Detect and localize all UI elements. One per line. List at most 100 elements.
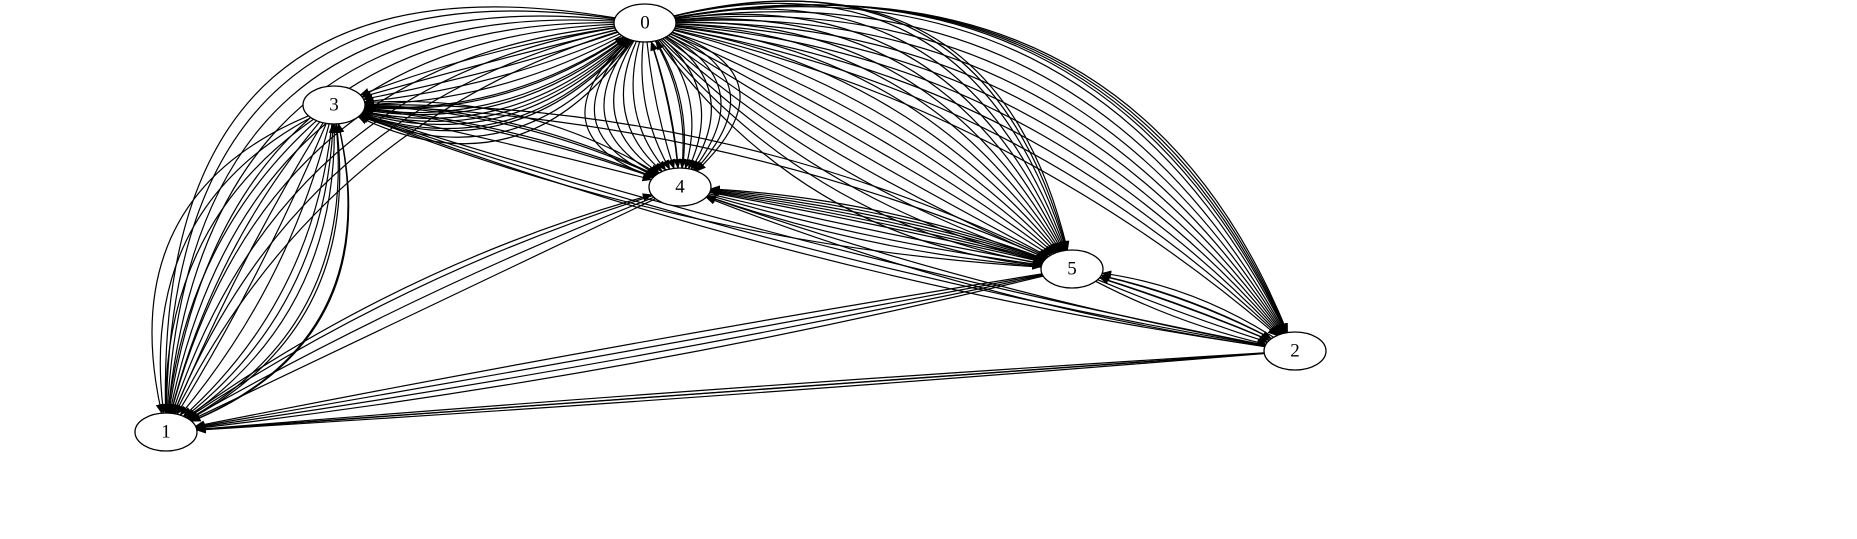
node-label: 0	[640, 13, 650, 34]
edge-0-to-1	[166, 22, 615, 415]
node-0[interactable]: 0	[613, 3, 677, 43]
edge-0-to-4	[654, 40, 687, 169]
edge-5-to-4	[709, 185, 1046, 260]
node-1[interactable]: 1	[134, 412, 198, 452]
edge-0-to-1	[161, 6, 616, 414]
edge-0-to-5	[673, 29, 1057, 254]
edge-0-to-4	[658, 39, 693, 170]
edge-3-to-1	[176, 123, 327, 416]
edge-4-to-1	[189, 198, 656, 421]
edge-0-to-5	[666, 36, 1050, 258]
edge-1-to-3	[188, 123, 341, 420]
edge-3-to-1	[182, 123, 333, 417]
edge-5-to-2	[1097, 279, 1269, 344]
edge-3-to-1	[188, 123, 341, 420]
edge-0-to-5	[674, 8, 1067, 252]
edge-5-to-1	[195, 274, 1043, 431]
edge-2-to-1	[195, 352, 1265, 433]
edge-3-to-5	[364, 104, 1049, 258]
edge-0-to-5	[674, 27, 1059, 253]
edge-4-to-5	[707, 194, 1043, 268]
edge-0-to-2	[675, 23, 1283, 335]
edge-5-to-4	[709, 189, 1044, 263]
edge-1-to-3	[184, 123, 337, 418]
edges-layer	[151, 0, 1289, 434]
edge-1-to-4	[185, 193, 653, 419]
edge-3-to-4	[364, 108, 655, 179]
edge-0-to-4	[665, 36, 712, 171]
edge-5-to-1	[195, 275, 1044, 432]
edge-0-to-3	[359, 27, 615, 96]
edge-3-to-5	[364, 105, 1048, 259]
edge-0-to-2	[674, 4, 1289, 334]
edge-0-to-5	[675, 13, 1065, 252]
edge-0-to-1	[173, 29, 617, 415]
edge-3-to-1	[179, 123, 330, 416]
edge-0-to-2	[675, 24, 1282, 335]
edge-0-to-4	[671, 32, 741, 172]
edge-4-to-3	[363, 104, 654, 178]
edge-2-to-4	[705, 195, 1266, 346]
edge-2-to-3	[360, 113, 1266, 347]
edge-0-to-5	[675, 23, 1062, 253]
edge-3-to-4	[363, 110, 653, 182]
edge-0-to-4	[641, 41, 671, 170]
node-5[interactable]: 5	[1040, 249, 1104, 289]
edge-0-to-4	[662, 38, 703, 170]
edge-4-to-5	[710, 190, 1045, 263]
edge-0-to-1	[163, 15, 615, 414]
edge-2-to-5	[1098, 276, 1270, 341]
edge-3-to-1	[185, 123, 335, 419]
node-label: 1	[161, 422, 171, 443]
edge-0-to-5	[675, 18, 1064, 252]
edge-3-to-1	[169, 121, 321, 415]
edge-2-to-3	[359, 114, 1265, 348]
edge-5-to-1	[194, 273, 1043, 429]
edge-3-to-1	[165, 120, 317, 414]
edge-0-to-3	[363, 33, 621, 105]
edge-4-to-3	[363, 98, 659, 175]
node-label: 4	[675, 177, 685, 198]
edge-2-to-5	[1100, 273, 1272, 340]
edge-5-to-4	[709, 187, 1045, 261]
edge-0-to-1	[164, 19, 615, 414]
edge-0-to-5	[675, 21, 1063, 252]
node-label: 3	[329, 95, 339, 116]
edge-2-to-4	[705, 196, 1265, 348]
edge-0-to-3	[361, 29, 617, 99]
edge-3-to-1	[173, 122, 324, 415]
edge-0-to-4	[668, 34, 722, 171]
node-3[interactable]: 3	[302, 85, 366, 125]
node-label: 5	[1067, 259, 1077, 280]
edge-0-to-2	[675, 15, 1285, 335]
edge-0-to-4	[632, 41, 667, 171]
edge-0-to-5	[658, 39, 1044, 267]
edge-0-to-1	[174, 31, 618, 415]
edge-0-to-2	[675, 26, 1281, 336]
node-4[interactable]: 4	[648, 167, 712, 207]
node-label: 2	[1290, 341, 1300, 362]
edge-0-to-2	[673, 29, 1278, 337]
edge-0-to-5	[670, 33, 1054, 255]
edge-0-to-2	[674, 6, 1287, 334]
edge-4-to-5	[710, 188, 1046, 261]
edge-0-to-3	[361, 38, 630, 126]
edge-3-to-1	[161, 118, 314, 414]
edge-0-to-5	[673, 2, 1068, 252]
edge-5-to-2	[1095, 280, 1267, 347]
edge-0-to-2	[675, 21, 1284, 335]
edge-3-to-1	[158, 117, 311, 415]
edge-4-to-0	[655, 39, 685, 169]
edge-0-to-1	[171, 27, 616, 415]
edge-5-to-1	[194, 274, 1043, 430]
nodes-layer: 0 3 4 5 2 1	[134, 3, 1327, 452]
edge-4-to-5	[708, 193, 1044, 266]
edge-4-to-1	[187, 196, 655, 420]
edge-2-to-1	[195, 352, 1265, 434]
edge-2-to-1	[195, 352, 1265, 434]
node-2[interactable]: 2	[1263, 331, 1327, 371]
edge-2-to-5	[1101, 270, 1274, 338]
edge-0-to-3	[362, 38, 628, 119]
edge-3-to-4	[364, 105, 657, 177]
edge-0-to-1	[169, 25, 615, 415]
